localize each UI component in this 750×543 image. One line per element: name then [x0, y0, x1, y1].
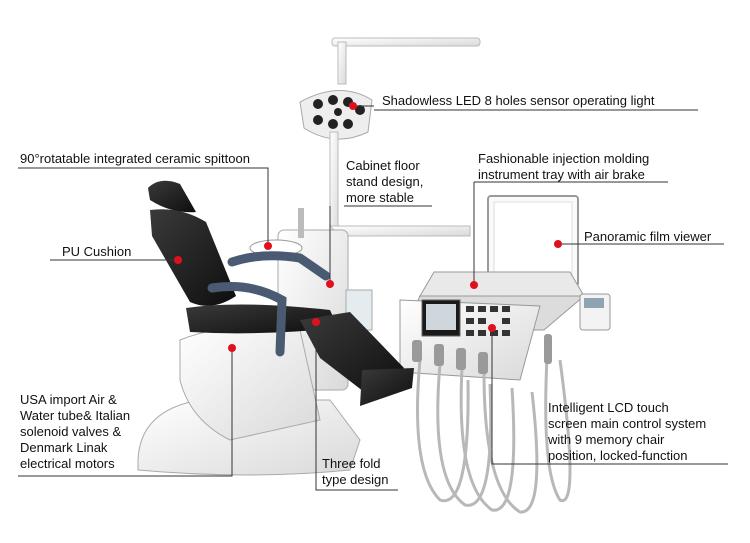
label-three-fold: Three fold type design — [322, 456, 389, 487]
chair-base — [137, 326, 361, 476]
feature-markers — [174, 102, 562, 352]
marker-light — [349, 102, 357, 110]
label-film-viewer: Panoramic film viewer — [584, 229, 712, 244]
label-lcd-control: Intelligent LCD touch screen main contro… — [548, 400, 707, 463]
label-spittoon: 90°rotatable integrated ceramic spittoon — [20, 151, 250, 166]
marker-tray — [470, 281, 478, 289]
marker-lcd — [488, 324, 496, 332]
chair-upholstery — [148, 180, 414, 406]
marker-cushion — [174, 256, 182, 264]
instrument-arm — [328, 225, 471, 237]
label-pu-cushion: PU Cushion — [62, 244, 132, 259]
handpieces — [412, 334, 552, 374]
label-imported-parts: USA import Air & Water tube& Italian sol… — [20, 392, 131, 471]
instrument-hoses — [416, 339, 572, 514]
label-cabinet: Cabinet floor stand design, more stable — [346, 158, 424, 205]
marker-viewer — [554, 240, 562, 248]
marker-import — [228, 344, 236, 352]
marker-cabinet — [326, 280, 334, 288]
marker-spittoon — [264, 242, 272, 250]
instrument-tray — [399, 271, 611, 381]
marker-fold — [312, 318, 320, 326]
operating-light — [299, 37, 481, 253]
label-instrument-tray: Fashionable injection molding instrument… — [478, 151, 650, 182]
label-operating-light: Shadowless LED 8 holes sensor operating … — [382, 93, 655, 108]
